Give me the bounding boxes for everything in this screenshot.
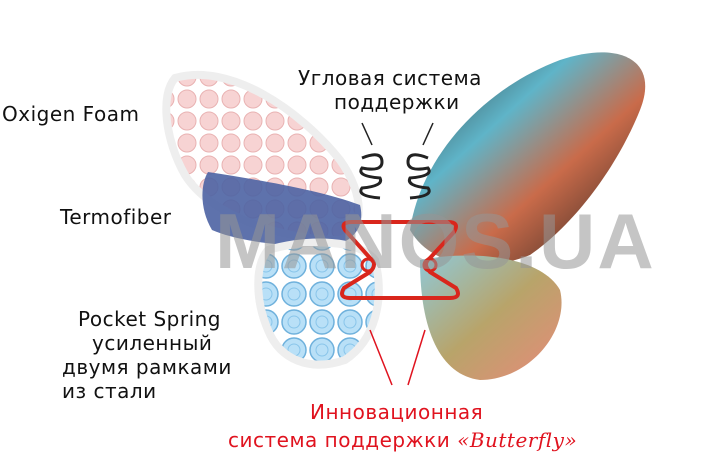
pointer-line	[361, 122, 373, 146]
pointer-line	[369, 329, 393, 386]
frame-joint	[360, 257, 376, 273]
label-butterfly: «Butterfly»	[457, 428, 578, 452]
label-innovation-1: Инновационная	[310, 400, 484, 424]
termofiber-layer	[202, 172, 362, 246]
corner-spring-left	[359, 153, 384, 200]
label-pocket-spring-3: двумя рамками	[62, 355, 232, 379]
label-termofiber: Termofiber	[60, 205, 172, 229]
label-corner-support-1: Угловая система	[298, 66, 482, 90]
label-pocket-spring-4: из стали	[62, 379, 157, 403]
pocket-spring-wing	[254, 238, 383, 369]
label-oxigen-foam: Oxigen Foam	[2, 102, 140, 126]
label-innovation-2: система поддержки «Butterfly»	[228, 428, 577, 452]
watermark: MANOS.UA	[215, 197, 656, 285]
label-pocket-spring-2: усиленный	[92, 331, 213, 355]
label-innovation-text: система поддержки	[228, 428, 458, 452]
label-pocket-spring-1: Pocket Spring	[78, 307, 221, 331]
frame-joint	[422, 257, 438, 273]
corner-spring-right	[406, 153, 431, 200]
pointer-line	[407, 329, 426, 386]
right-upper-wing	[410, 52, 646, 266]
pointer-line	[422, 122, 434, 146]
label-corner-support-2: поддержки	[334, 90, 460, 114]
